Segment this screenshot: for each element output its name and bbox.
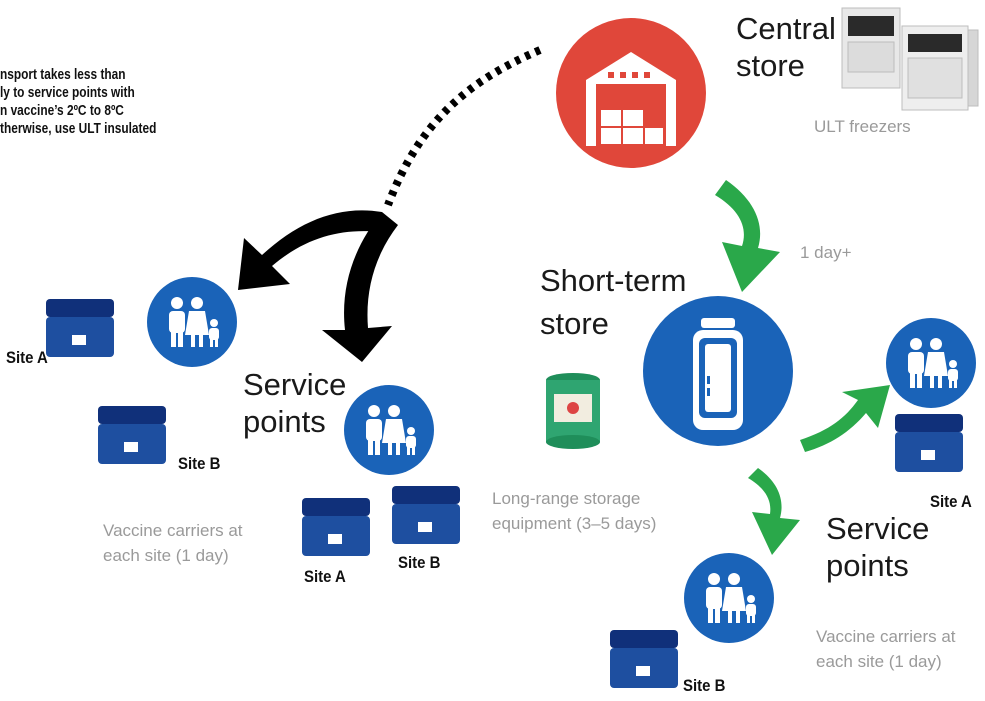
service-points-left-line2: points [243, 404, 326, 439]
service-points-label-left: Service points [243, 366, 346, 440]
short-term-label-line1: Short-term [540, 263, 687, 298]
black-arrow-left [238, 210, 382, 290]
green-arrow-down [715, 180, 780, 292]
carriers-right-line2: each site (1 day) [816, 652, 942, 671]
site-a-label-left-1: Site A [6, 348, 48, 367]
green-arrow-down-right [748, 468, 800, 555]
family-circle-right-2 [684, 553, 774, 643]
service-points-label-right: Service points [826, 510, 929, 584]
long-range-line2: equipment (3–5 days) [492, 514, 657, 533]
black-arrow-right [322, 212, 398, 362]
family-icon [169, 297, 219, 347]
cooler-box-icon [46, 299, 114, 357]
thermos-icon [693, 318, 743, 430]
note-line-3: n vaccine’s 2ºC to 8ºC [0, 103, 124, 119]
service-points-right-line2: points [826, 548, 909, 583]
transport-note: nsport takes less than ly to service poi… [0, 66, 156, 138]
site-a-label-right: Site A [930, 492, 972, 511]
ult-freezers-caption: ULT freezers [814, 117, 911, 136]
cooler-box-icon [610, 630, 678, 688]
family-circle-left-1 [147, 277, 237, 367]
freezer-icon [841, 7, 979, 111]
short-term-store-circle [643, 296, 793, 446]
carriers-left-line1: Vaccine carriers at [103, 521, 243, 540]
family-circle-right-1 [886, 318, 976, 408]
warehouse-icon [586, 52, 676, 146]
cooler-box-icon [392, 486, 460, 544]
family-icon [908, 338, 958, 388]
service-points-left-line1: Service [243, 367, 347, 402]
dotted-transport-line [384, 46, 542, 207]
central-store-circle [556, 18, 706, 168]
site-b-label-left-1: Site B [178, 454, 221, 473]
cooler-box-icon [895, 414, 963, 472]
short-term-store-label: Short-term store [540, 262, 686, 342]
central-store-label-line2: store [736, 48, 805, 83]
transit-time-label: 1 day+ [800, 243, 852, 262]
service-points-right-line1: Service [826, 511, 930, 546]
carriers-right-line1: Vaccine carriers at [816, 627, 956, 646]
note-line-2: ly to service points with [0, 85, 135, 101]
family-circle-left-2 [344, 385, 434, 475]
site-a-label-left-2: Site A [304, 567, 346, 586]
family-icon [706, 573, 756, 623]
central-store-label-line1: Central [736, 11, 836, 46]
cooler-box-icon [98, 406, 166, 464]
vaccine-carriers-left: Vaccine carriers at each site (1 day) [103, 518, 243, 568]
carriers-left-line2: each site (1 day) [103, 546, 229, 565]
green-arrow-right-up [800, 385, 890, 452]
site-b-label-left-2: Site B [398, 553, 441, 572]
note-line-1: nsport takes less than [0, 67, 126, 83]
central-store-label: Central store [736, 10, 836, 84]
long-range-line1: Long-range storage [492, 489, 641, 508]
site-b-label-right: Site B [683, 676, 726, 695]
short-term-label-line2: store [540, 306, 609, 341]
long-range-caption: Long-range storage equipment (3–5 days) [492, 486, 656, 536]
vaccine-carriers-right: Vaccine carriers at each site (1 day) [816, 624, 956, 674]
family-icon [366, 405, 416, 455]
note-line-4: therwise, use ULT insulated [0, 121, 157, 137]
cooler-box-icon [302, 498, 370, 556]
long-range-container-icon [546, 373, 600, 449]
